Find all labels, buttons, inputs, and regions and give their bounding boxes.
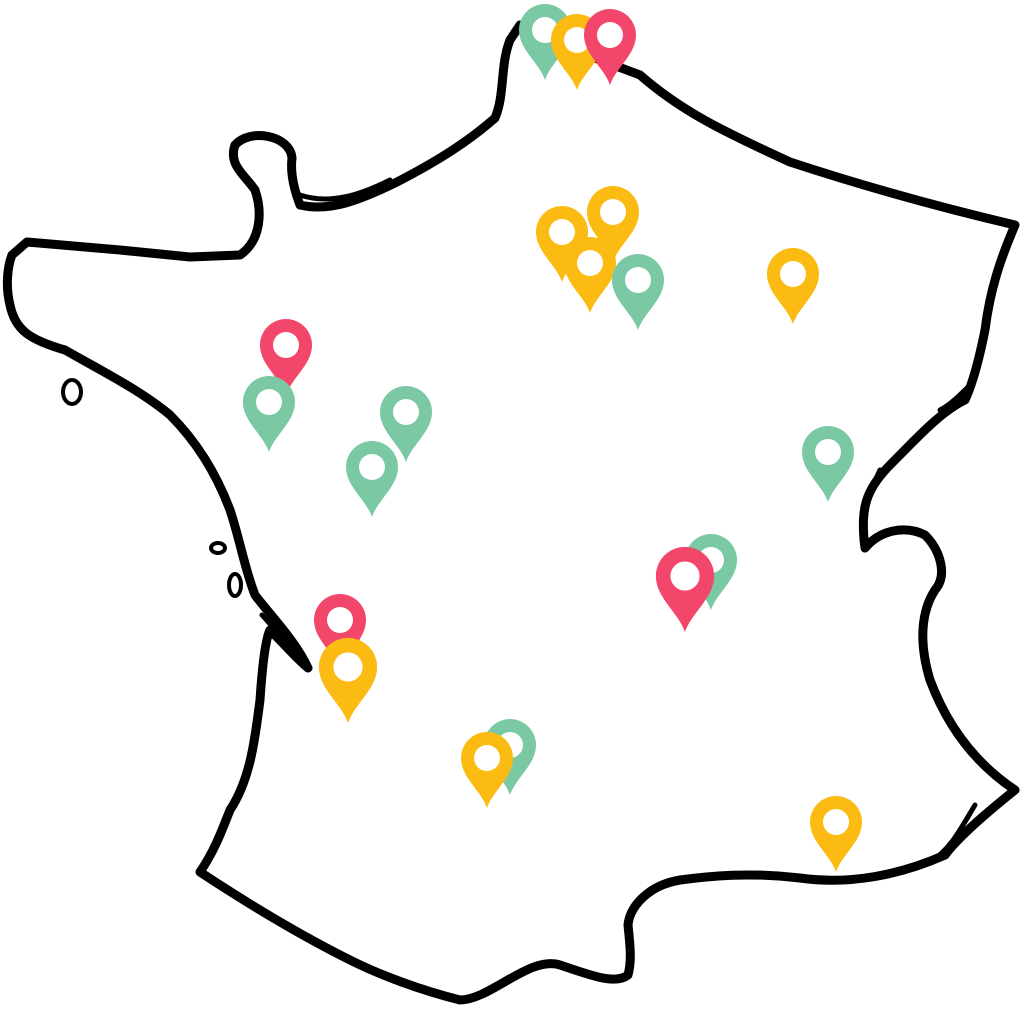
map-pin-hole [600, 199, 626, 225]
map-pin-green[interactable] [801, 425, 855, 502]
outline-sketch-north [297, 177, 393, 202]
markers-layer [243, 4, 862, 872]
map-pin-hole [359, 454, 385, 480]
map-pin-hole [577, 250, 603, 276]
map-pin-yellow[interactable] [318, 637, 378, 723]
map-pin-yellow[interactable] [767, 248, 819, 324]
map-pin-hole [333, 652, 363, 682]
map-pin-hole [327, 607, 353, 633]
map-pin-hole [393, 399, 419, 425]
outline-sketch-east [937, 382, 973, 413]
island-re [227, 572, 243, 598]
map-pin-hole [474, 745, 500, 771]
map-pin-green[interactable] [380, 386, 432, 462]
map-pin-hole [256, 389, 282, 415]
map-pin-pink[interactable] [314, 594, 366, 670]
map-pin-hole [549, 219, 575, 245]
map-pin-hole [564, 27, 590, 53]
map-pin-yellow[interactable] [810, 796, 862, 872]
map-pin-pink[interactable] [584, 9, 636, 85]
map-pin-hole [625, 267, 651, 293]
map-pin-hole [823, 809, 849, 835]
map-pin-hole [815, 439, 841, 465]
outline-sketch-gironde [259, 612, 311, 671]
map-pin-hole [670, 561, 700, 591]
map-pin-yellow[interactable] [564, 237, 616, 313]
outline-sketch-alps [859, 467, 883, 543]
island-noirmoutier [209, 541, 227, 555]
island-belle-ile [61, 378, 83, 406]
map-pin-yellow[interactable] [587, 186, 639, 262]
map-pin-yellow[interactable] [536, 206, 588, 282]
map-pin-hole [273, 332, 299, 358]
map-pin-green[interactable] [612, 254, 664, 330]
map-pin-yellow[interactable] [461, 732, 513, 808]
map-pin-pink[interactable] [260, 319, 312, 395]
map-pin-pink[interactable] [655, 546, 715, 632]
map-pin-green[interactable] [243, 376, 295, 452]
map-pin-hole [780, 261, 806, 287]
outline-sketch-southeast [927, 802, 978, 865]
map-pin-green[interactable] [346, 441, 398, 517]
map-pin-hole [597, 22, 623, 48]
